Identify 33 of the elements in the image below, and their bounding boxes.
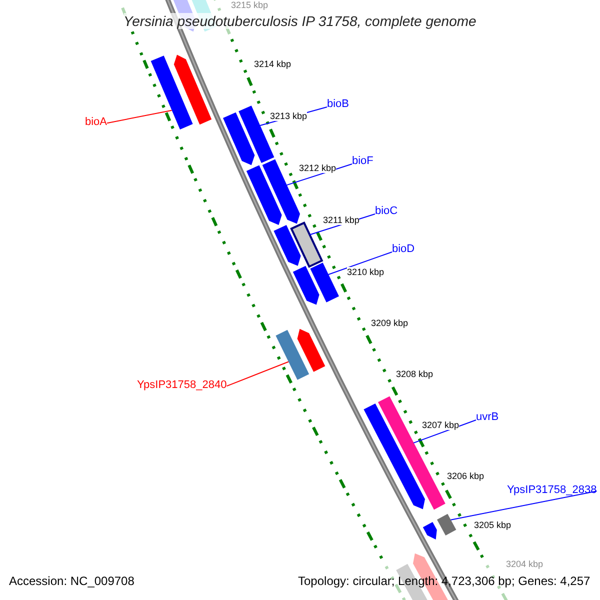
- gene-label: bioA: [85, 116, 108, 128]
- gene-feature: [378, 396, 446, 510]
- gene-feature: [290, 221, 324, 268]
- gene-label: YpsIP31758_2840: [137, 378, 227, 392]
- accession-text: Accession: NC_009708: [9, 575, 134, 589]
- scale-label: 3211 kbp: [323, 215, 360, 226]
- scale-label: 3208 kbp: [396, 369, 434, 380]
- gene-label: YpsIP31758_2838: [507, 484, 597, 496]
- gene-label: bioF: [352, 154, 374, 168]
- scale-label: 3206 kbp: [447, 471, 484, 482]
- gene-feature: [437, 514, 456, 536]
- leader-line: [450, 490, 598, 520]
- gene-label: bioC: [375, 204, 398, 218]
- title: Yersinia pseudotuberculosis IP 31758, complete genome: [124, 13, 476, 30]
- gene-label: uvrB: [476, 410, 499, 424]
- gene-label: bioB: [327, 98, 350, 110]
- gene-feature: [150, 56, 193, 130]
- gene-feature: [276, 330, 310, 380]
- scale-label: 3204 kbp: [506, 559, 544, 570]
- scale-label: 3214 kbp: [254, 59, 292, 70]
- leader-line: [226, 361, 289, 387]
- scale-label: 3210 kbp: [347, 267, 384, 278]
- scale-label: 3215 kbp: [231, 0, 268, 10]
- scale-label: 3207 kbp: [422, 420, 460, 430]
- scale-label: 3205 kbp: [474, 520, 512, 530]
- gene-feature: [310, 262, 339, 302]
- scale-label: 3213 kbp: [270, 111, 308, 122]
- scale-label: 3212 kbp: [299, 163, 336, 174]
- gene-label: bioD: [392, 242, 415, 256]
- leader-line: [106, 110, 172, 124]
- genome-info-text: Topology: circular; Length: 4,723,306 bp; Genes: 4,257: [298, 575, 590, 589]
- scale-label: 3209 kbp: [371, 318, 408, 328]
- leader-line: [328, 251, 392, 275]
